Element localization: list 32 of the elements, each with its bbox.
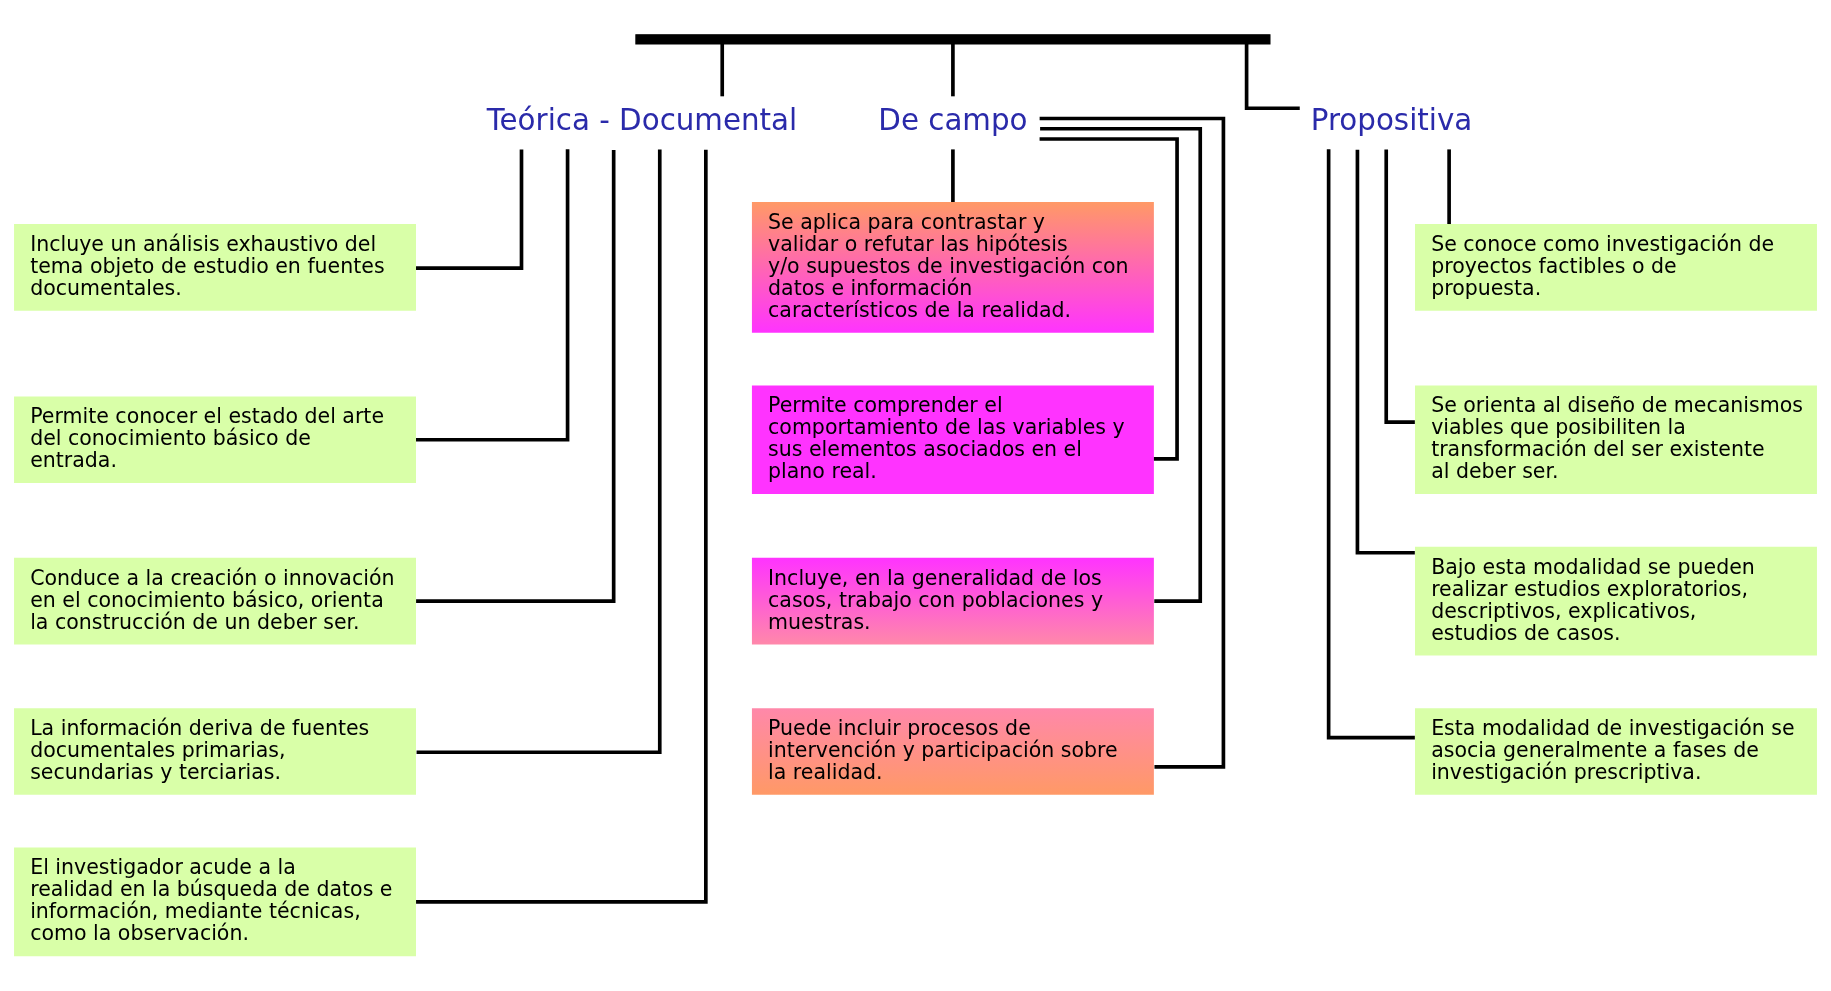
node-box: Permite conocer el estado del arte del conocimiento básico de entrada. xyxy=(14,396,416,484)
connector xyxy=(951,43,955,97)
node-text: Teórica - Documental xyxy=(486,103,798,138)
connector xyxy=(1039,137,1179,461)
node-box: Incluye un análisis exhaustivo del tema objeto de estudio en fuentes documentales. xyxy=(14,224,416,311)
connector xyxy=(1326,149,1415,740)
node-box: El investigador acude a la realidad en la búsqueda de datos e información, mediante técnicas, como la observación. xyxy=(14,847,416,957)
connector xyxy=(416,149,708,904)
node-box: Permite comprender el comportamiento de las variables y sus elementos asociados en el plano real. xyxy=(751,385,1154,495)
node-text: De campo xyxy=(878,103,1028,138)
node-box: La información deriva de fuentes documentales primarias, secundarias y terciarias. xyxy=(14,708,416,795)
connector xyxy=(720,43,725,97)
node-box: Se orienta al diseño de mecanismos viables que posibiliten la transformación del ser existente al deber ser. xyxy=(1415,385,1817,495)
connector xyxy=(1447,149,1451,225)
node-bar xyxy=(635,34,1271,45)
connector xyxy=(416,149,570,442)
node-box: Conduce a la creación o innovación en el conocimiento básico, orienta la construcción de un deber ser. xyxy=(14,557,416,645)
connector xyxy=(1039,116,1226,769)
node-text: Propositiva xyxy=(1310,103,1473,138)
connector xyxy=(1244,43,1300,111)
connector xyxy=(416,149,524,270)
node-box: Puede incluir procesos de intervención y participación sobre la realidad. xyxy=(751,708,1154,795)
node-box: Esta modalidad de investigación se asocia generalmente a fases de investigación prescriptiva. xyxy=(1415,708,1817,795)
connector xyxy=(416,149,662,755)
connector xyxy=(416,149,616,603)
connector xyxy=(1355,149,1415,555)
connector xyxy=(1040,126,1203,603)
node-box: Se conoce como investigación de proyectos factibles o de propuesta. xyxy=(1415,224,1817,311)
node-box: Bajo esta modalidad se pueden realizar estudios exploratorios, descriptivos, explicativos, estudios de casos. xyxy=(1415,546,1817,656)
node-box: Incluye, en la generalidad de los casos, trabajo con poblaciones y muestras. xyxy=(751,557,1154,645)
node-box: Se aplica para contrastar y validar o refutar las hipótesis y/o supuestos de investigación con datos e información característicos de la realidad. xyxy=(751,202,1154,333)
connector xyxy=(951,149,955,202)
